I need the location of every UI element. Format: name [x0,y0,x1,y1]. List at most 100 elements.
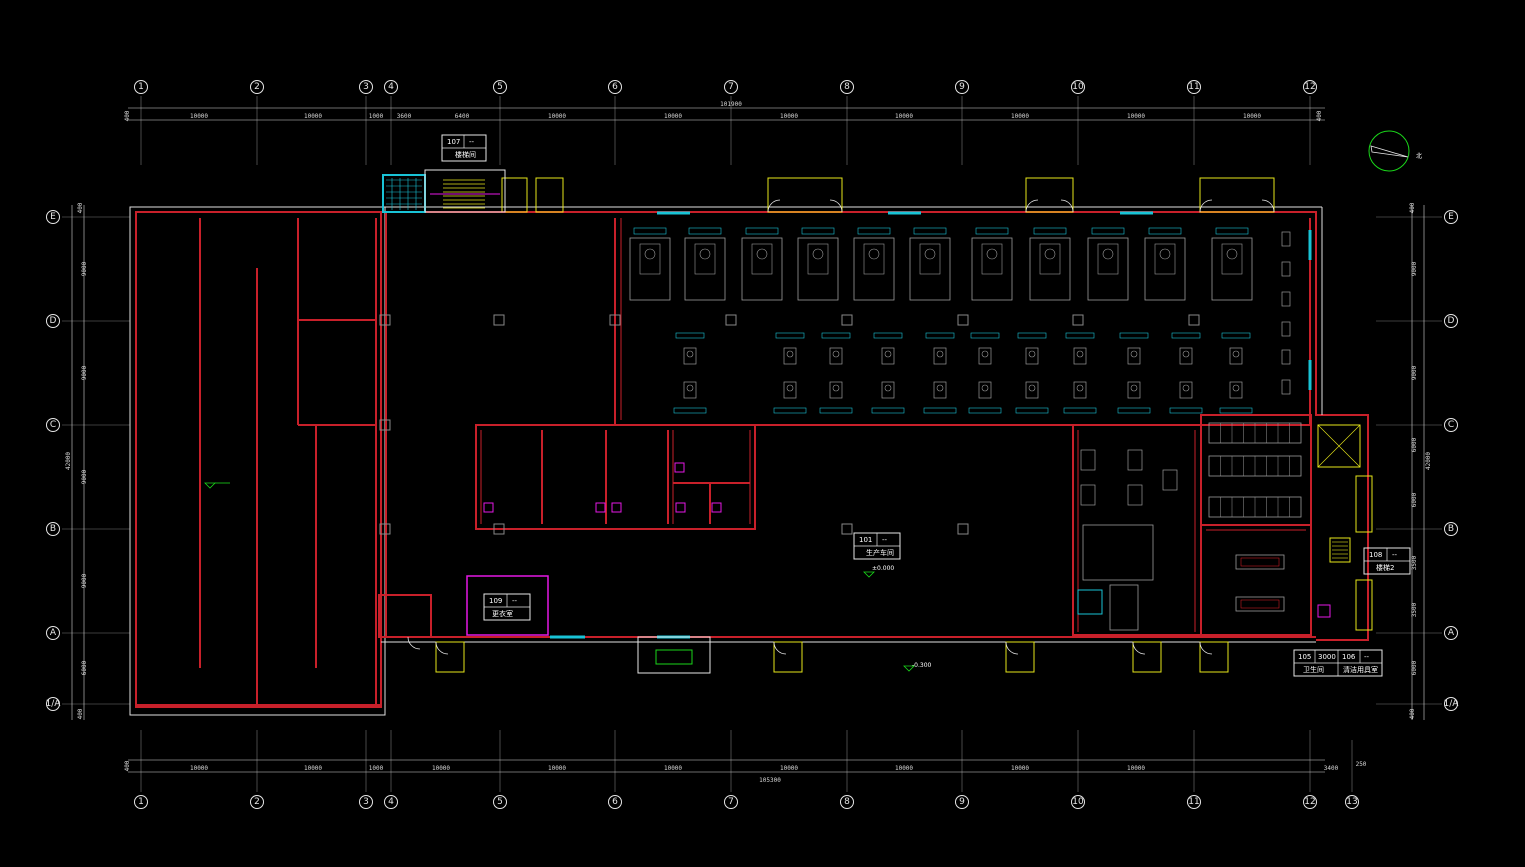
axis-bubble-circle [1444,626,1458,640]
production-machine [1029,227,1071,301]
north-arrow: 北 [1368,130,1422,172]
wall-unit [1281,321,1291,337]
axis-bubble-label: 13 [1346,797,1357,807]
stair-108 [1317,424,1361,563]
tank-label-box [923,407,957,414]
top-span-dimension: 10000 [190,113,208,120]
axis-bubble-label: 7 [728,797,734,807]
tank-top [1232,350,1240,358]
axis-bubble-label: 8 [844,797,850,807]
room-108-name: 楼梯2 [1376,563,1394,572]
tank-top [786,384,794,392]
elevation-mark-exterior: -0.300 [903,662,932,672]
room-109-number: 109 [489,597,502,605]
axis-bubble-bottom-5: 5 [493,795,507,809]
axis-bubble-label: B [50,524,56,534]
axis-bubble-circle [1444,522,1458,536]
right-edge-dimension: 400 [1409,202,1416,213]
lab-equipment [1080,449,1096,471]
room-109-extra: -- [512,597,518,605]
bottom-total-dimension: 105300 [759,777,781,784]
tank-label-box [1065,332,1095,339]
tank-top [1182,384,1190,392]
tank-label-box [970,332,1000,339]
axis-bubble-label: 4 [388,797,394,807]
axis-bubble-top-7: 7 [724,80,738,94]
axis-bubble-label: A [1448,628,1455,638]
tank-unit [783,381,797,399]
tank-top [981,350,989,358]
equipment-layer [629,227,1302,631]
tank-label-box [675,332,705,339]
room-106-extra: -- [1364,653,1370,661]
tank-top [832,384,840,392]
tank-unit [829,347,843,365]
machine-part [1102,248,1114,260]
elevation-main-text: ±0.000 [872,565,894,572]
tank-unit [683,381,697,399]
main-hall-wall [381,211,1369,641]
axis-bubble-label: 12 [1304,797,1315,807]
tank-label-box [873,332,903,339]
axis-bubble-label: 12 [1304,82,1315,92]
axis-bubble-circle [250,795,264,809]
right-total-dimension: 42000 [1425,452,1432,470]
wall-unit [1281,231,1291,247]
axis-bubble-bottom-9: 9 [955,795,969,809]
tank-unit [829,381,843,399]
tank-body [1073,381,1087,399]
top-span-dimension: 10000 [895,113,913,120]
axis-bubble-circle [840,795,854,809]
axis-bubble-circle [46,697,60,711]
machine-label-box [688,227,722,235]
production-machine [853,227,895,301]
top-span-dimension: 10000 [1243,113,1261,120]
elevation-exterior-text: -0.300 [912,662,932,669]
tank-unit [1025,381,1039,399]
production-machine [797,227,839,301]
machine-body [684,237,726,301]
tank-unit [1073,347,1087,365]
room-101-name: 生产车间 [866,548,894,557]
axis-bubble-top-2: 2 [250,80,264,94]
room-tag-108: 108 -- 楼梯2 [1363,547,1411,575]
tank-label-box [968,407,1002,414]
tank-unit [1025,347,1039,365]
right-span-dimension: 6000 [1411,437,1418,452]
machine-part [919,243,941,275]
axis-bubble-label: C [1448,420,1454,430]
lab-equipment-cluster [1082,524,1154,581]
machine-body [797,237,839,301]
axis-bubble-label: 10 [1072,82,1084,92]
axis-bubble-circle [955,795,969,809]
axis-bubble-right-E: E [1444,210,1458,224]
axis-bubble-left-C: C [46,418,60,432]
tank-body [829,347,843,365]
axis-bubble-circle [493,80,507,94]
electrical-panel [1077,589,1103,615]
tank-label-box [1169,407,1203,414]
axis-bubble-circle [46,418,60,432]
axis-bubble-label: D [50,316,57,326]
axis-bubble-circle [359,795,373,809]
top-total-dimension: 101900 [720,101,742,108]
machine-part [924,248,936,260]
tank-body [829,381,843,399]
top-span-dimension: 10000 [780,113,798,120]
tank-body [783,347,797,365]
tank-top [1232,384,1240,392]
machine-part [639,243,661,275]
tank-top [686,350,694,358]
axis-bubble-circle [1071,795,1085,809]
tank-top [884,384,892,392]
machine-part [1226,248,1238,260]
tank-top [1028,350,1036,358]
tank-body [683,381,697,399]
axis-bubble-label: 1/A [1444,699,1460,709]
tank-unit [1073,381,1087,399]
room-cluster [475,424,756,530]
tank-label-box [925,332,955,339]
axis-bubble-right-D: D [1444,314,1458,328]
right-span-dimension: 3500 [1411,602,1418,617]
